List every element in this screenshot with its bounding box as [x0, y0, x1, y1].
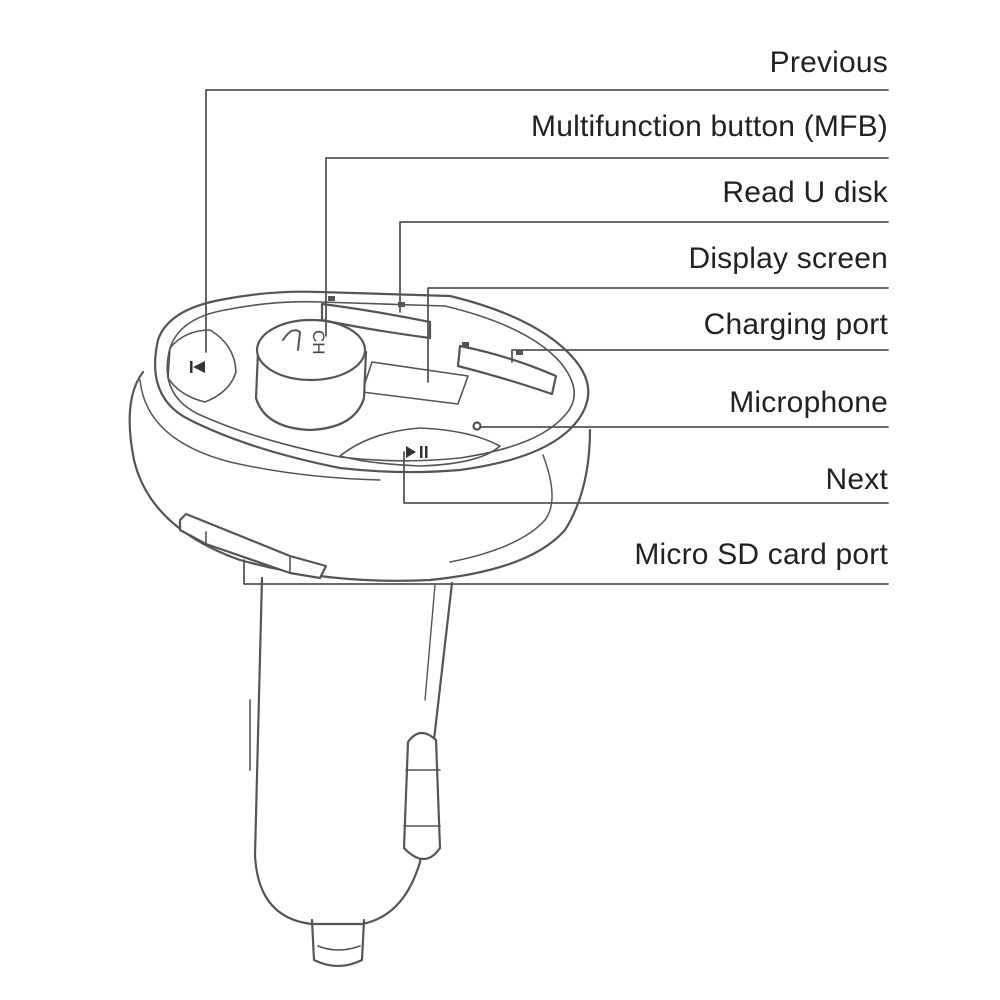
label-next: Next — [825, 463, 888, 496]
usb-port-read-u-disk — [320, 296, 432, 340]
leader-mfb — [325, 157, 889, 337]
label-microphone: Microphone — [729, 386, 888, 419]
leader-read-u-disk — [399, 221, 889, 313]
display-screen-window — [361, 361, 469, 405]
previous-button-pad — [167, 329, 237, 403]
knob-ch-text: CH — [309, 330, 328, 355]
leader-charging-port — [511, 349, 889, 363]
play-next-icon — [406, 446, 428, 458]
label-mfb: Multifunction button (MFB) — [531, 110, 888, 143]
previous-icon — [190, 361, 205, 373]
housing-top-face — [154, 290, 590, 474]
next-button-pad — [339, 427, 501, 467]
leader-previous — [205, 89, 889, 353]
label-read-u-disk: Read U disk — [722, 176, 888, 209]
micro-sd-slot — [178, 512, 328, 580]
plug-side-contact — [402, 731, 442, 861]
leader-display-screen — [427, 287, 889, 383]
microphone-hole — [472, 421, 482, 431]
usb-port-charging — [456, 342, 558, 396]
plug-tip — [310, 918, 366, 968]
label-charging-port: Charging port — [703, 308, 888, 341]
label-display-screen: Display screen — [688, 242, 888, 275]
leader-lines — [205, 89, 889, 585]
leader-micro-sd — [243, 559, 889, 585]
leader-next — [403, 451, 889, 504]
mfb-knob — [254, 318, 368, 432]
label-micro-sd: Micro SD card port — [634, 538, 888, 571]
housing-body — [128, 370, 592, 582]
label-previous: Previous — [769, 46, 888, 79]
